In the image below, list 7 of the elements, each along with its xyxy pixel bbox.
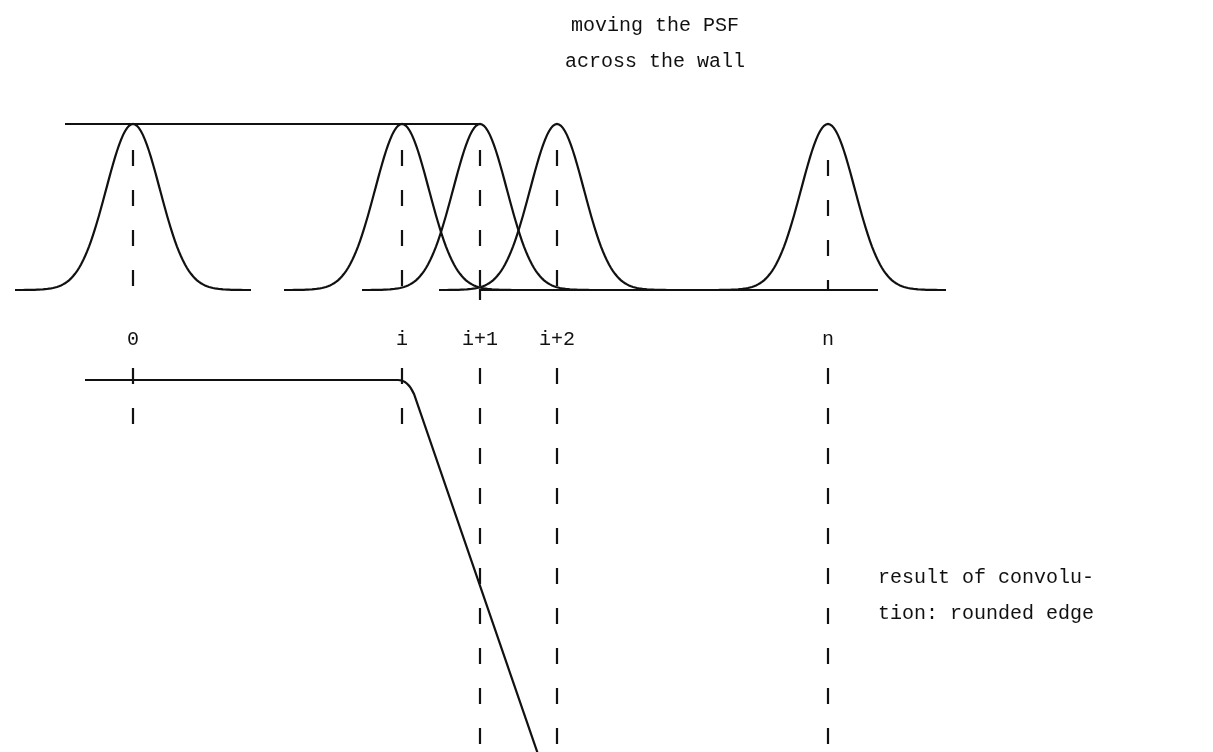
position-label: i+1 xyxy=(461,327,499,353)
annotation-text: moving the PSF across the wall xyxy=(564,13,746,75)
position-label: n xyxy=(821,327,835,353)
position-label: i xyxy=(395,327,409,353)
annotation-text: result of convolu- tion: rounded edge xyxy=(878,565,1096,627)
position-label: i+2 xyxy=(538,327,576,353)
position-label: 0 xyxy=(126,327,140,353)
